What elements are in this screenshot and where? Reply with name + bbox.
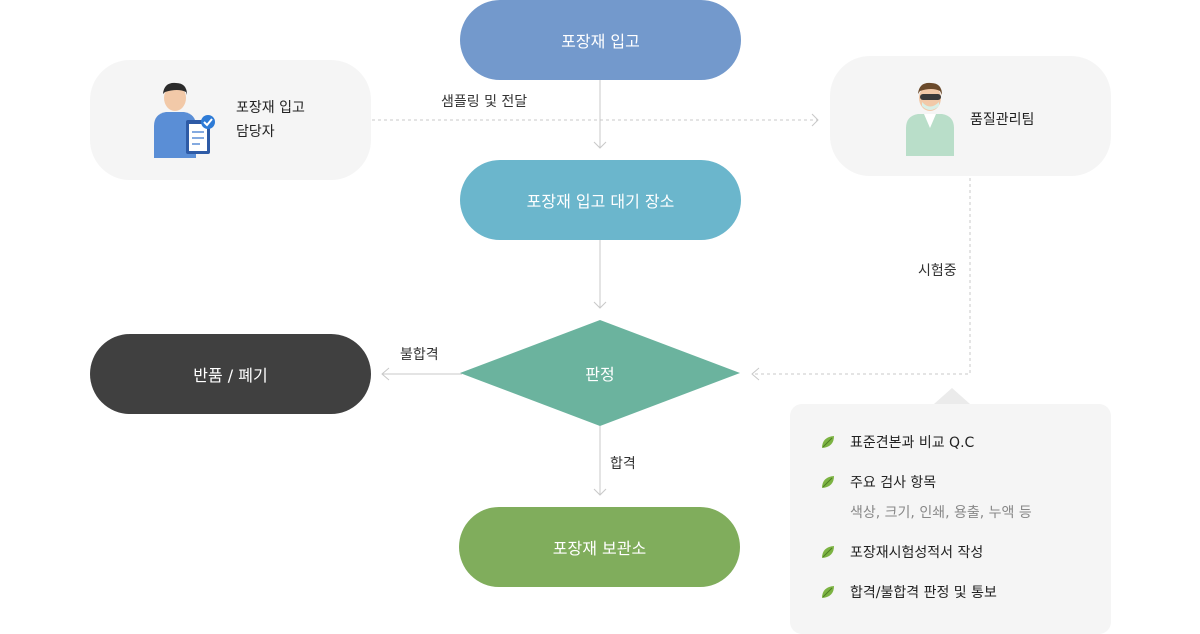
edge-label-pass: 합격	[610, 456, 636, 472]
edge-label-sampling: 샘플링 및 전달	[441, 94, 528, 110]
leaf-bullet-icon	[822, 476, 834, 488]
info-sub-note: 색상, 크기, 인쇄, 용출, 누액 등	[850, 505, 1032, 521]
chevron-left-icon	[751, 367, 760, 381]
node-storage: 포장재 보관소	[459, 507, 740, 587]
node-decision-label: 판정	[585, 365, 615, 384]
qc-team-label: 품질관리팀	[970, 112, 1035, 128]
leaf-bullet-icon	[822, 586, 834, 598]
edge-label-testing: 시험중	[918, 263, 957, 279]
chevron-down-icon	[593, 488, 607, 496]
node-waiting-area: 포장재 입고 대기 장소	[460, 160, 741, 240]
actor-qc-card: 품질관리팀	[830, 56, 1111, 176]
inspection-info-panel: 표준견본과 비교 Q.C 주요 검사 항목 색상, 크기, 인쇄, 용출, 누액…	[790, 404, 1111, 634]
manager-label-line1: 포장재 입고	[236, 100, 305, 116]
decision-diamond	[460, 320, 740, 426]
node-decision: 판정	[530, 353, 670, 393]
leaf-bullet-icon	[822, 546, 834, 558]
node-return: 반품 / 폐기	[90, 334, 371, 414]
info-item-text: 주요 검사 항목	[850, 475, 937, 491]
info-item: 표준견본과 비교 Q.C	[820, 432, 974, 452]
qc-staff-icon	[906, 82, 954, 156]
manager-label-line2: 담당자	[236, 124, 275, 140]
leaf-bullet-icon	[822, 436, 834, 448]
chevron-right-icon	[811, 113, 819, 127]
actor-manager-card: 포장재 입고 담당자	[90, 60, 371, 180]
chevron-left-icon	[381, 367, 390, 381]
node-waiting-area-label: 포장재 입고 대기 장소	[526, 192, 675, 211]
node-return-label: 반품 / 폐기	[193, 366, 268, 385]
info-item-text: 포장재시험성적서 작성	[850, 545, 984, 561]
chevron-down-icon	[593, 141, 607, 149]
info-item: 주요 검사 항목	[820, 472, 936, 492]
info-item: 합격/불합격 판정 및 통보	[820, 582, 997, 602]
info-item-text: 표준견본과 비교 Q.C	[850, 435, 975, 451]
info-item-text: 합격/불합격 판정 및 통보	[850, 585, 997, 601]
manager-icon	[154, 82, 215, 158]
info-item: 포장재시험성적서 작성	[820, 542, 983, 562]
edge-label-fail: 불합격	[400, 347, 439, 363]
node-receipt: 포장재 입고	[460, 0, 741, 80]
node-storage-label: 포장재 보관소	[552, 539, 647, 558]
chevron-down-icon	[593, 301, 607, 309]
node-receipt-label: 포장재 입고	[561, 32, 640, 51]
